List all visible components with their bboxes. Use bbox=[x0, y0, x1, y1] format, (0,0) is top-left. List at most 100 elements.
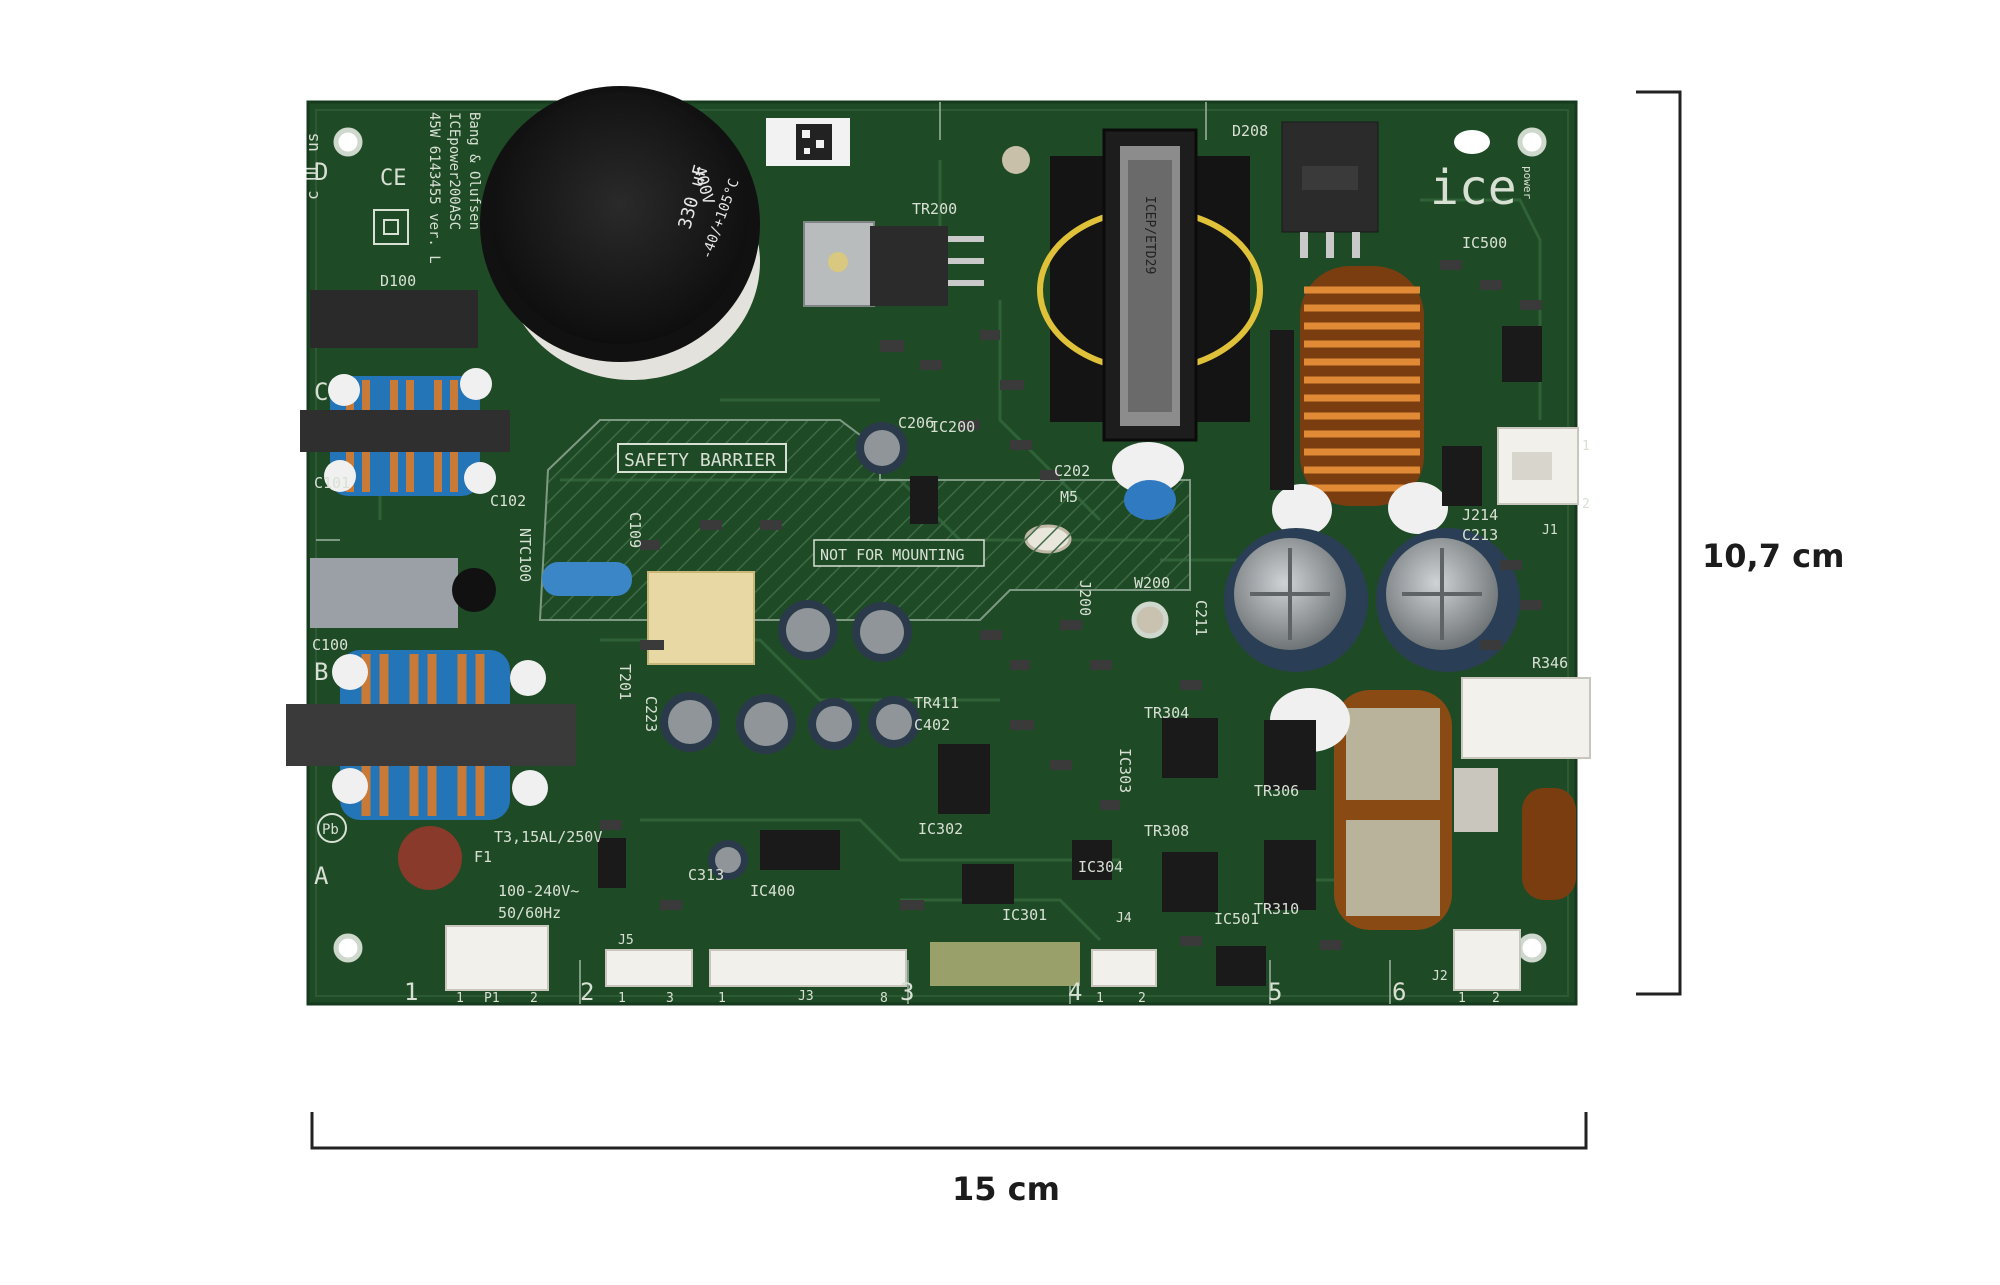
refdes-d208: D208 bbox=[1232, 122, 1268, 140]
film-capacitor bbox=[647, 571, 755, 665]
not-for-mounting-text: NOT FOR MOUNTING bbox=[820, 546, 965, 564]
refdes-tr308: TR308 bbox=[1144, 822, 1189, 840]
refdes-c101: C101 bbox=[314, 474, 350, 492]
x-capacitor bbox=[310, 558, 458, 628]
refdes-c313: C313 bbox=[688, 866, 724, 884]
refdes-ic501: IC501 bbox=[1214, 910, 1259, 928]
refdes-j214: J214 bbox=[1462, 506, 1498, 524]
ce-mark: CE bbox=[380, 166, 407, 191]
width-dimension-line bbox=[310, 1112, 1588, 1150]
zone-c: C bbox=[314, 378, 328, 406]
transformer-label: ICEP/ETD29 bbox=[1142, 196, 1157, 274]
height-dimension-line bbox=[1636, 90, 1682, 996]
refdes-ic400: IC400 bbox=[750, 882, 795, 900]
connector-name-p1: P1 bbox=[484, 991, 500, 1006]
connector-j2-pin-b: 2 bbox=[1492, 991, 1500, 1006]
zone-d: D bbox=[314, 158, 328, 186]
zone-5: 5 bbox=[1268, 978, 1282, 1006]
connector-name-j1: J1 bbox=[1542, 523, 1558, 538]
refdes-c223: C223 bbox=[642, 696, 660, 732]
emi-choke-top bbox=[300, 368, 510, 496]
connector-labels: P1 1 2 J5 1 3 J3 1 8 J4 1 2 J2 1 2 J1 1 … bbox=[456, 439, 1590, 1006]
connector-name-j3: J3 bbox=[798, 989, 814, 1004]
refdes-c109: C109 bbox=[626, 512, 644, 548]
output-toroid bbox=[1272, 266, 1448, 536]
board-ident: Bang & Olufsen ICEpower200ASC 45W 614345… bbox=[426, 112, 482, 264]
refdes-tr411: TR411 bbox=[914, 694, 959, 712]
zone-6: 6 bbox=[1392, 978, 1406, 1006]
output-capacitors bbox=[1224, 528, 1520, 672]
smd-parts bbox=[600, 260, 1542, 950]
zone-3: 3 bbox=[900, 978, 914, 1006]
width-dimension-label: 15 cm bbox=[952, 1170, 1060, 1208]
refdes-c202: C202 bbox=[1054, 462, 1090, 480]
refdes-c102: C102 bbox=[490, 492, 526, 510]
refdes-tr306: TR306 bbox=[1254, 782, 1299, 800]
connector-j3-pin-a: 1 bbox=[718, 991, 726, 1006]
refdes-ic200: IC200 bbox=[930, 418, 975, 436]
connector-j4-pin-a: 1 bbox=[1096, 991, 1104, 1006]
refdes-c206: C206 bbox=[898, 414, 934, 432]
safety-barrier-zone: SAFETY BARRIER NOT FOR MOUNTING bbox=[538, 419, 1191, 621]
connector-j3-pin-b: 8 bbox=[880, 991, 888, 1006]
refdes-t201: T201 bbox=[616, 664, 634, 700]
bulk-capacitor: 330 uF 400V -40/+105°C bbox=[480, 86, 760, 380]
zone-b: B bbox=[314, 658, 328, 686]
refdes-tr310: TR310 bbox=[1254, 900, 1299, 918]
height-dimension-label: 10,7 cm bbox=[1702, 537, 1845, 575]
integrated-circuits bbox=[598, 326, 1542, 986]
y-capacitor bbox=[542, 562, 632, 596]
resistor-r346 bbox=[1461, 677, 1591, 759]
connector-p1-pin-a: 1 bbox=[456, 991, 464, 1006]
logo-subtext: power bbox=[1521, 166, 1534, 199]
variant-text: 45W 6143455 ver. L bbox=[426, 112, 442, 264]
mounting-holes bbox=[333, 127, 1547, 963]
main-transformer: ICEP/ETD29 bbox=[1037, 128, 1263, 520]
refdes-r346: R346 bbox=[1532, 654, 1568, 672]
ntc-thermistor bbox=[452, 568, 496, 612]
fuse-f1 bbox=[398, 826, 462, 890]
datamatrix-label bbox=[766, 118, 850, 166]
connector-p1-pin-b: 2 bbox=[530, 991, 538, 1006]
refdes-ic302: IC302 bbox=[918, 820, 963, 838]
safety-barrier-text: SAFETY BARRIER bbox=[624, 450, 776, 471]
refdes-ic301: IC301 bbox=[1002, 906, 1047, 924]
connector-name-j5: J5 bbox=[618, 933, 634, 948]
refdes-c213: C213 bbox=[1462, 526, 1498, 544]
emi-choke-bottom bbox=[286, 650, 576, 820]
zone-a: A bbox=[314, 862, 329, 890]
header-pins bbox=[930, 942, 1080, 986]
frequency-text: 50/60Hz bbox=[498, 904, 561, 922]
refdes-c402: C402 bbox=[914, 716, 950, 734]
j1-connector bbox=[1497, 427, 1579, 505]
connector-j1-pin-b: 2 bbox=[1582, 497, 1590, 512]
ul-mark: c UL us bbox=[303, 133, 322, 200]
refdes-m5: M5 bbox=[1060, 488, 1078, 506]
zone-markers: 1 2 3 4 5 6 A B C D bbox=[314, 158, 1406, 1006]
connector-j4-pin-b: 2 bbox=[1138, 991, 1146, 1006]
certification-marks: CE c UL us Pb bbox=[303, 133, 409, 843]
zone-4: 4 bbox=[1068, 978, 1082, 1006]
refdes-ic500: IC500 bbox=[1462, 234, 1507, 252]
connector-j5-pin-b: 3 bbox=[666, 991, 674, 1006]
refdes-c211: C211 bbox=[1192, 600, 1210, 636]
fuse-rating-text: T3,15AL/250V bbox=[494, 828, 602, 846]
refdes-ntc100: NTC100 bbox=[516, 528, 534, 582]
refdes-d100: D100 bbox=[380, 272, 416, 290]
connector-name-j2: J2 bbox=[1432, 969, 1448, 984]
voltage-rating-text: 100-240V~ bbox=[498, 882, 579, 900]
pb-mark: Pb bbox=[322, 822, 339, 838]
bottom-connectors bbox=[445, 925, 1521, 991]
transistor-tr200 bbox=[803, 221, 984, 307]
connector-name-j4: J4 bbox=[1116, 911, 1132, 926]
manufacturer-text: Bang & Olufsen bbox=[466, 112, 482, 230]
refdes-f1: F1 bbox=[474, 848, 492, 866]
refdes-tr304: TR304 bbox=[1144, 704, 1189, 722]
refdes-ic303: IC303 bbox=[1116, 748, 1134, 793]
refdes-j200: J200 bbox=[1076, 580, 1094, 616]
connector-j5-pin-a: 1 bbox=[618, 991, 626, 1006]
refdes-c100: C100 bbox=[312, 636, 348, 654]
diode-d208 bbox=[1281, 121, 1379, 258]
